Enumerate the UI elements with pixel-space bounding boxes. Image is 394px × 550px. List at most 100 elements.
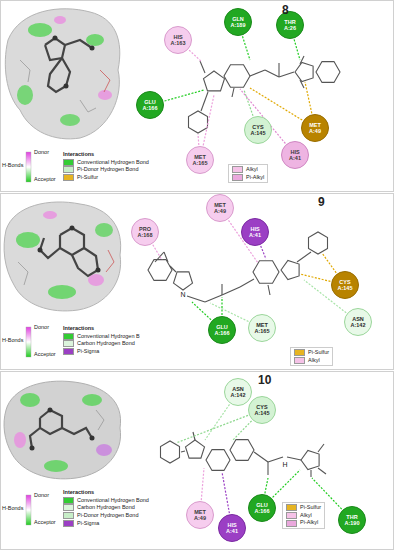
bond-line <box>200 61 205 73</box>
bond-line <box>287 457 301 460</box>
legend-text: Carbon Hydrogen Bond <box>77 504 135 510</box>
legend-row: Carbon Hydrogen Bond <box>63 340 140 348</box>
residue-circle: CYS A:145 <box>244 116 272 144</box>
legend-label: Donor <box>34 150 49 156</box>
residue-label: GLU A:166 <box>212 324 232 336</box>
residue-label: CYS A:145 <box>252 404 272 416</box>
bond-line <box>222 287 240 295</box>
bond-line <box>221 284 222 295</box>
legend-label: Acceptor <box>34 352 56 358</box>
bond-line <box>318 444 324 452</box>
residue-label: ASN A:142 <box>348 316 368 328</box>
legend-text: Conventional Hydrogen Bond <box>77 497 149 503</box>
residue-label: HIS A:163 <box>168 34 188 46</box>
ring-bond <box>316 62 340 83</box>
bond-line <box>300 80 304 88</box>
legend-text: Conventional Hydrogen Bond <box>77 159 149 165</box>
residue-circle: GLN A:189 <box>224 8 252 36</box>
legend-label: Donor <box>34 493 49 499</box>
legend-box: Pi-SulfurAlkylPi-Alkyl <box>282 502 325 529</box>
legend-swatch <box>286 512 297 519</box>
legend-text: Alkyl <box>300 512 312 518</box>
interaction-line <box>261 246 266 259</box>
ring-bond <box>161 441 180 463</box>
legend-row: Pi-Sigma <box>63 520 149 528</box>
interaction-line <box>273 470 300 497</box>
residue-label: THR A:190 <box>342 514 362 526</box>
ring-bond <box>224 65 250 88</box>
legend-row: Carbon Hydrogen Bond <box>63 504 149 512</box>
legend-swatch <box>63 174 74 181</box>
bond-line <box>250 70 265 76</box>
interaction-line <box>201 468 204 500</box>
legend-swatch <box>63 340 74 347</box>
residue-label: GLU A:166 <box>252 502 272 514</box>
ring-bond <box>204 71 225 91</box>
residue-circle: MET A:165 <box>186 146 214 174</box>
interaction-line <box>205 404 230 440</box>
legend-swatch <box>63 333 74 340</box>
legend-row: Pi-Alkyl <box>232 174 264 182</box>
legend-swatch <box>63 520 74 527</box>
residue-circle: HIS A:41 <box>281 141 309 169</box>
legend-box: Pi-SulfurAlkyl <box>290 347 333 366</box>
legend-text: Pi-Sigma <box>77 520 99 526</box>
interaction-line <box>197 134 199 145</box>
residue-circle: THR A:190 <box>338 506 366 534</box>
interaction-line <box>305 82 312 113</box>
legend-text: Pi-Alkyl <box>246 174 264 180</box>
ring-bond <box>295 63 313 82</box>
residue-circle: HIS A:41 <box>218 514 246 542</box>
residue-circle: CYS A:145 <box>248 396 276 424</box>
bond-line <box>318 468 326 474</box>
bond-line <box>187 296 205 302</box>
interaction-line <box>294 39 300 60</box>
legend-text: Pi-Sulfur <box>308 349 329 355</box>
ring-bond <box>253 261 279 284</box>
bond-line <box>297 252 311 262</box>
legend-label: Acceptor <box>34 520 56 526</box>
legend-box: InteractionsConventional Hydrogen BondPi… <box>60 150 152 183</box>
bond-line <box>181 451 185 452</box>
ring-bond <box>281 261 299 280</box>
legend-row: Pi-Donor Hydrogen Bond <box>63 512 149 520</box>
ring-bond <box>206 450 230 471</box>
panel-number: 8 <box>282 4 289 16</box>
legend-label: Acceptor <box>34 177 56 183</box>
legend-text: Conventional Hydrogen B <box>77 333 140 339</box>
legend-swatch <box>286 504 297 511</box>
ring-bond <box>189 111 208 133</box>
legend-row: Alkyl <box>232 166 264 174</box>
legend-swatch <box>232 166 243 173</box>
legend-swatch <box>294 349 305 356</box>
bond-line <box>240 279 254 287</box>
bond-line <box>205 295 222 302</box>
legend-label: N <box>180 291 186 298</box>
legend-text: Alkyl <box>246 166 258 172</box>
interaction-line <box>240 89 285 144</box>
legend-text: Pi-Sulfur <box>300 504 321 510</box>
legend-row: Pi-Sulfur <box>294 349 329 357</box>
panel-number: 10 <box>258 374 271 386</box>
residue-circle: MET A:165 <box>248 314 276 342</box>
residue-label: CYS A:145 <box>248 124 268 136</box>
residue-circle: GLU A:166 <box>248 494 276 522</box>
legend-text: Pi-Sigma <box>77 348 99 354</box>
legend-title: Interactions <box>63 151 149 159</box>
panel-number: 9 <box>318 196 325 208</box>
interaction-line <box>322 253 336 273</box>
legend-swatch <box>232 174 243 181</box>
bond-line <box>268 457 283 462</box>
interaction-line <box>243 36 251 60</box>
interaction-line <box>221 297 222 315</box>
residue-circle: ASN A:142 <box>344 308 372 336</box>
bond-line <box>201 92 208 111</box>
interaction-line <box>165 90 205 101</box>
ring-bond <box>301 451 319 470</box>
residue-label: ASN A:142 <box>228 386 248 398</box>
legend-swatch <box>63 512 74 519</box>
residue-label: CYS A:145 <box>335 279 355 291</box>
ring-bond <box>230 440 254 461</box>
legend-box: InteractionsConventional Hydrogen BondCa… <box>60 488 152 528</box>
legend-row: Alkyl <box>286 512 321 520</box>
